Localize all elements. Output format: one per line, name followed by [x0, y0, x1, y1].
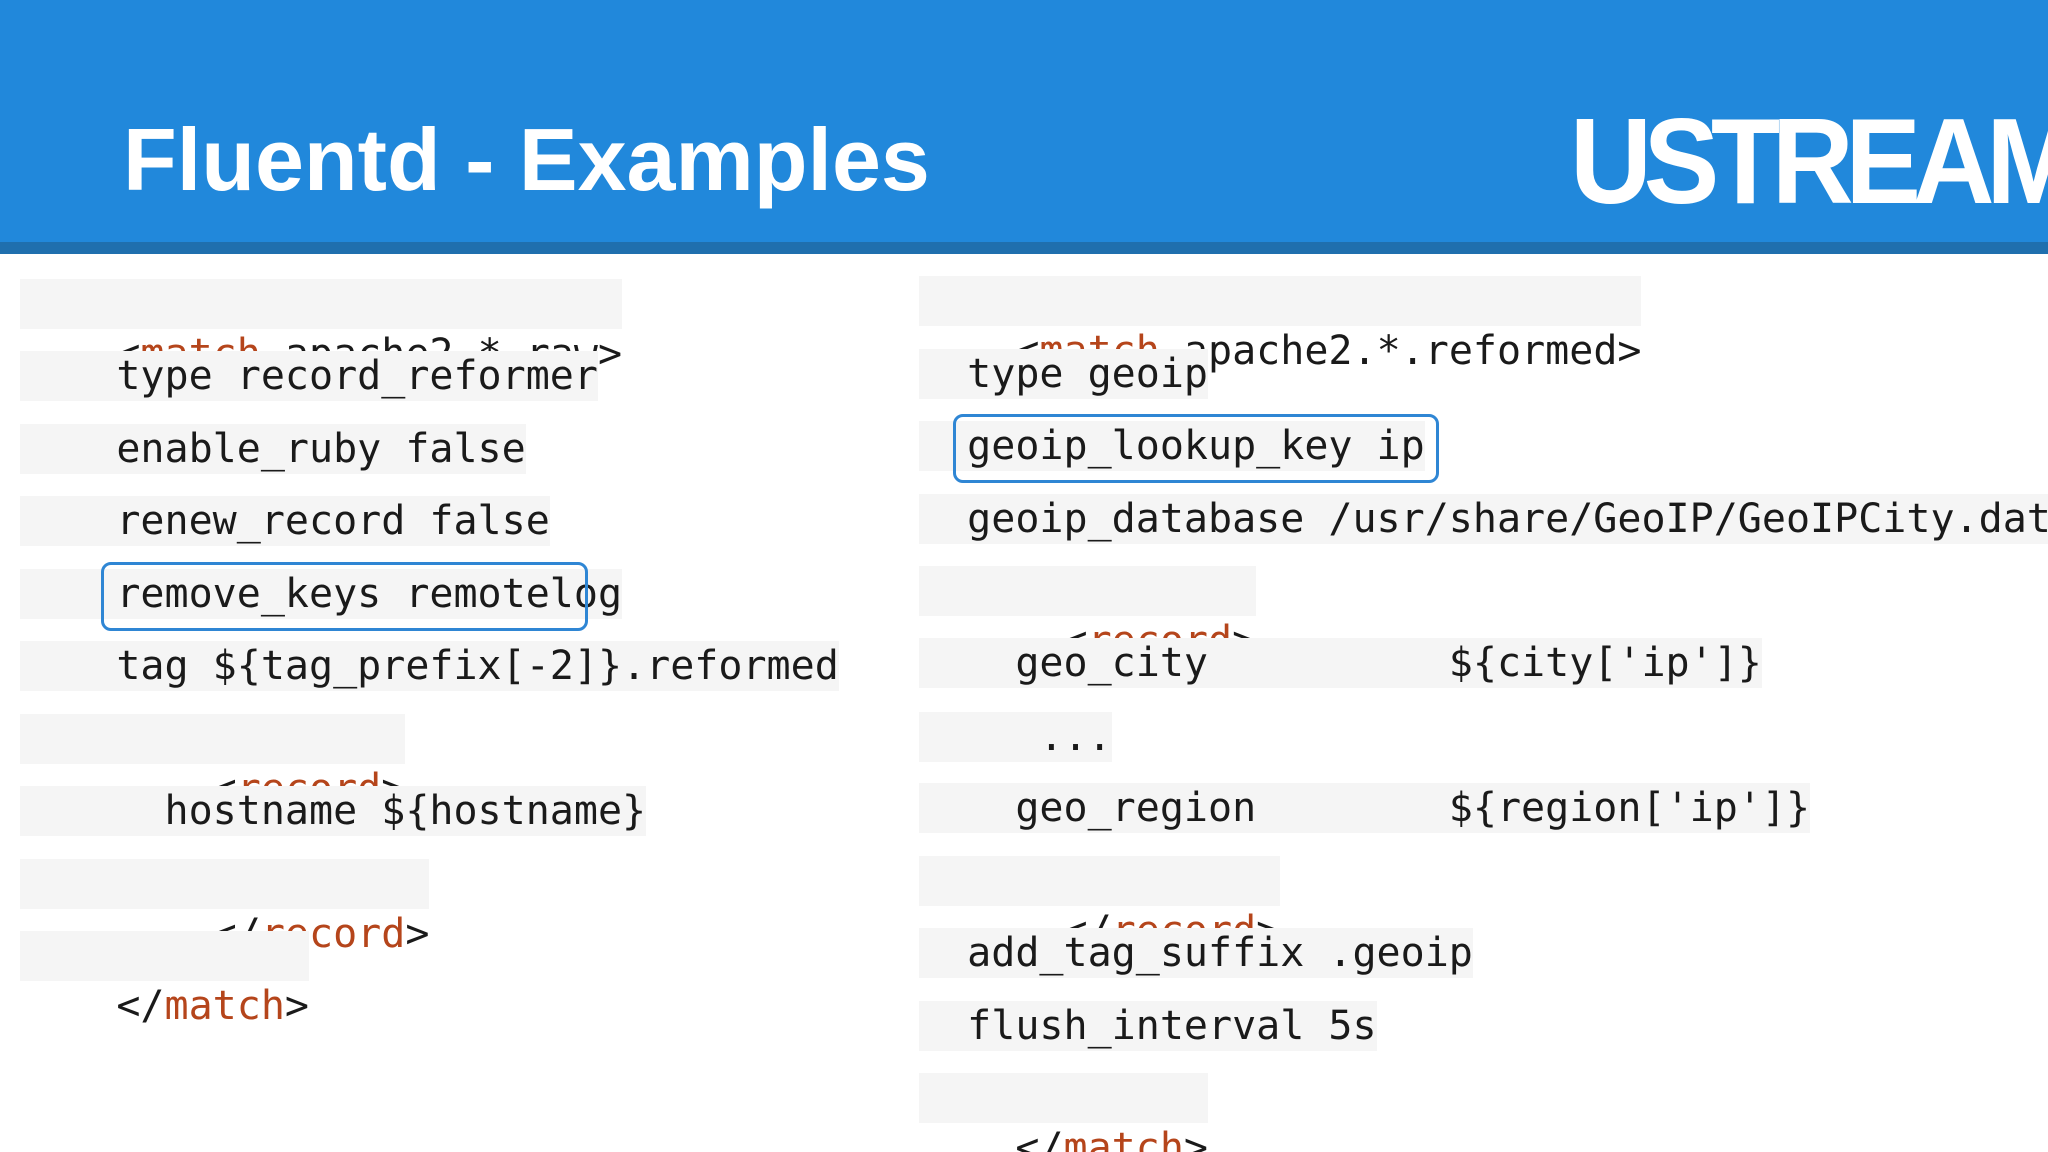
right-code-line-3: geoip_lookup_key ip — [919, 421, 1425, 471]
right-code-line-9: </record> — [919, 856, 1281, 954]
left-code-line-2: type record_reformer — [20, 351, 598, 401]
slide-title: Fluentd - Examples — [123, 110, 930, 209]
right-code-line-7: ... — [919, 712, 1112, 762]
header-bar: Fluentd - Examples USTREAM — [0, 0, 2048, 242]
left-code-line-7: <record> — [20, 714, 406, 812]
left-code-line-5: remove_keys remotelog — [20, 569, 623, 619]
right-code-line-5: <record> — [919, 566, 1257, 664]
left-code-line-4: renew_record false — [20, 496, 550, 546]
geoip-lookup-key-highlight-box — [953, 414, 1439, 483]
right-code-line-2: type geoip — [919, 349, 1208, 399]
right-code-line-6: geo_city ${city['ip']} — [919, 638, 1762, 688]
remove-keys-highlight-box — [101, 562, 588, 631]
right-code-line-4: geoip_database /usr/share/GeoIP/GeoIPCit… — [919, 494, 2048, 544]
left-code-line-1: <match apache2.*.raw> — [20, 279, 623, 377]
header-divider — [0, 242, 2048, 254]
right-code-line-12: </match> — [919, 1073, 1209, 1152]
ustream-logo: USTREAM — [1570, 93, 2048, 229]
left-code-line-8: hostname ${hostname} — [20, 786, 647, 836]
right-code-line-10: add_tag_suffix .geoip — [919, 928, 1473, 978]
left-code-line-10: </match> — [20, 931, 310, 1029]
left-code-line-6: tag ${tag_prefix[-2]}.reformed — [20, 641, 839, 691]
right-code-line-11: flush_interval 5s — [919, 1001, 1377, 1051]
right-code-line-8: geo_region ${region['ip']} — [919, 783, 1811, 833]
right-code-line-1: <match apache2.*.reformed> — [919, 276, 1642, 374]
left-code-line-3: enable_ruby false — [20, 424, 526, 474]
left-code-line-9: </record> — [20, 859, 430, 957]
